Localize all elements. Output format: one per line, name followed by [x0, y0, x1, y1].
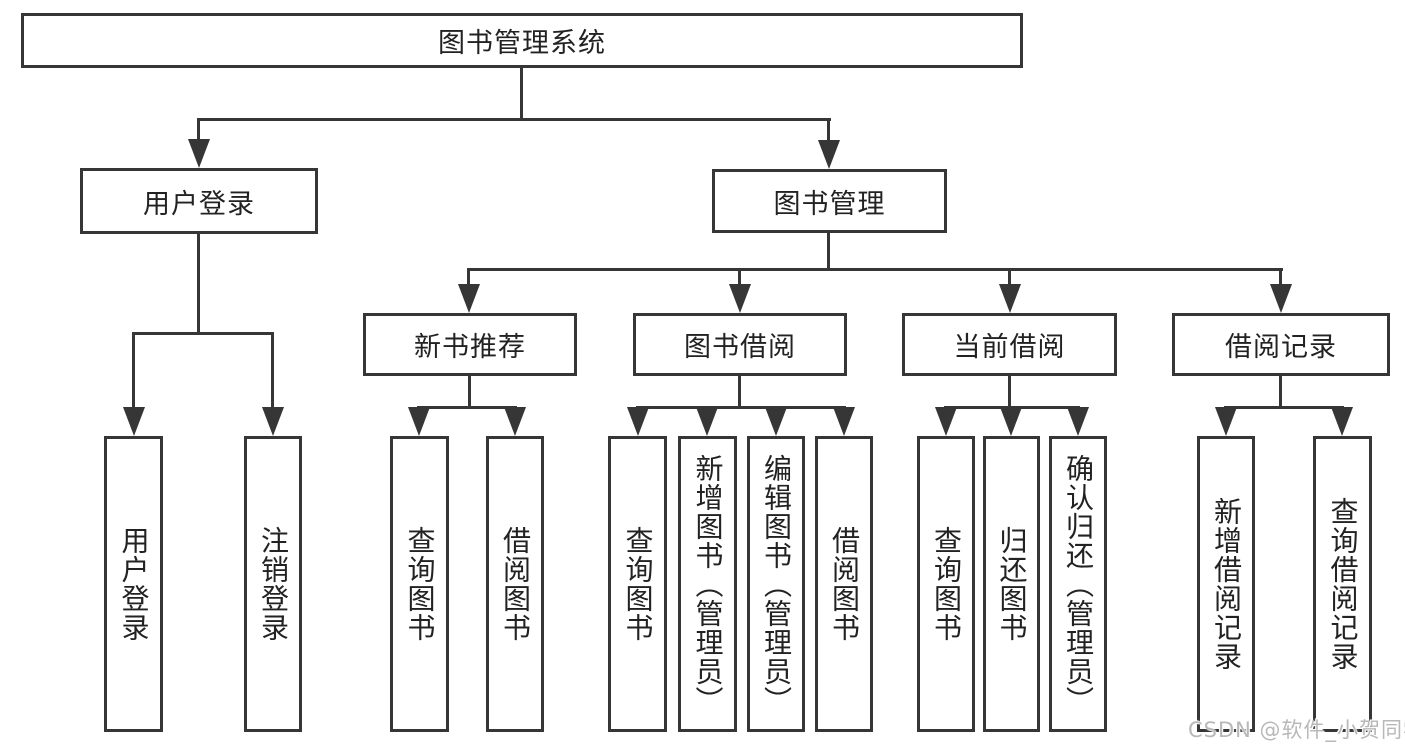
- node-current-borrowing: 当前借阅: [902, 313, 1117, 376]
- node-label: 用户登录: [143, 188, 255, 220]
- leaf-query-books-borrowing: 查询图书: [608, 436, 667, 732]
- connector-line: [738, 376, 741, 409]
- arrowhead-down: [833, 407, 855, 436]
- node-new-book-recommend: 新书推荐: [363, 313, 577, 376]
- connector-line: [197, 118, 831, 121]
- leaf-query-books-current: 查询图书: [917, 436, 975, 732]
- connector-line: [467, 268, 1283, 271]
- node-label: 注销登录: [257, 526, 290, 642]
- connector-line: [417, 406, 517, 409]
- node-label: 查询图书: [621, 526, 655, 642]
- arrowhead-down: [1067, 407, 1089, 436]
- connector-line: [1008, 271, 1011, 284]
- leaf-return-books: 归还图书: [983, 436, 1040, 732]
- connector-line: [827, 121, 830, 140]
- leaf-add-book-admin: 新增图书（管理员）: [678, 436, 737, 732]
- node-label: 借阅图书: [828, 526, 861, 642]
- node-label: 图书管理: [773, 188, 886, 220]
- arrowhead-down: [1270, 284, 1292, 313]
- node-label: 新增借阅记录: [1210, 497, 1243, 671]
- connector-line: [271, 335, 274, 407]
- connector-line: [197, 121, 200, 139]
- node-label: 编辑图书（管理员）: [760, 453, 793, 715]
- node-label: 当前借阅: [953, 332, 1066, 363]
- node-label: 用户登录: [117, 526, 151, 642]
- arrowhead-down: [1215, 407, 1237, 436]
- arrowhead-down: [627, 407, 649, 436]
- connector-line: [1224, 406, 1344, 409]
- connector-line: [827, 233, 830, 271]
- node-label: 借阅图书: [499, 526, 532, 642]
- leaf-edit-book-admin: 编辑图书（管理员）: [747, 436, 805, 732]
- connector-line: [197, 234, 200, 335]
- connector-line: [1008, 376, 1011, 409]
- node-label: 新书推荐: [414, 332, 526, 363]
- arrowhead-down: [729, 284, 751, 313]
- arrowhead-down: [818, 140, 840, 169]
- node-label: 归还图书: [995, 526, 1029, 642]
- node-label: 图书管理系统: [438, 28, 606, 59]
- connector-line: [636, 406, 846, 409]
- leaf-borrow-books: 借阅图书: [815, 436, 873, 732]
- node-book-borrowing: 图书借阅: [633, 313, 847, 376]
- node-label: 确认归还（管理员）: [1062, 453, 1095, 715]
- arrowhead-down: [188, 139, 210, 168]
- connector-line: [132, 332, 274, 335]
- connector-line: [467, 271, 470, 284]
- leaf-user-login: 用户登录: [104, 436, 163, 732]
- arrowhead-down: [935, 407, 957, 436]
- node-label: 查询图书: [403, 526, 437, 642]
- connector-line: [132, 335, 135, 407]
- node-library-system: 图书管理系统: [21, 13, 1023, 68]
- arrowhead-down: [696, 407, 718, 436]
- node-label: 查询图书: [930, 526, 963, 642]
- arrowhead-down: [504, 407, 526, 436]
- arrowhead-down: [1000, 407, 1022, 436]
- watermark: CSDN @软件_小贺同学: [1188, 718, 1405, 742]
- arrowhead-down: [262, 407, 284, 436]
- arrowhead-down: [408, 407, 430, 436]
- node-label: 借阅记录: [1225, 332, 1337, 363]
- leaf-borrow-books-recommend: 借阅图书: [486, 436, 544, 732]
- leaf-logout: 注销登录: [244, 436, 302, 732]
- node-book-management: 图书管理: [712, 169, 947, 233]
- leaf-query-borrow-record: 查询借阅记录: [1313, 436, 1372, 732]
- arrowhead-down: [765, 407, 787, 436]
- connector-line: [520, 68, 523, 121]
- arrowhead-down: [999, 284, 1021, 313]
- leaf-query-books-recommend: 查询图书: [390, 436, 449, 732]
- connector-line: [1279, 271, 1282, 284]
- node-borrowing-records: 借阅记录: [1172, 313, 1390, 376]
- arrowhead-down: [1331, 407, 1353, 436]
- connector-line: [468, 376, 471, 409]
- leaf-confirm-return-admin: 确认归还（管理员）: [1049, 436, 1107, 732]
- connector-line: [1279, 376, 1282, 409]
- node-label: 新增图书（管理员）: [691, 453, 725, 715]
- arrowhead-down: [123, 407, 145, 436]
- node-label: 图书借阅: [684, 332, 796, 363]
- node-label: 查询借阅记录: [1326, 497, 1360, 671]
- connector-line: [738, 271, 741, 284]
- leaf-add-borrow-record: 新增借阅记录: [1197, 436, 1255, 732]
- node-user-login: 用户登录: [80, 168, 318, 234]
- arrowhead-down: [458, 284, 480, 313]
